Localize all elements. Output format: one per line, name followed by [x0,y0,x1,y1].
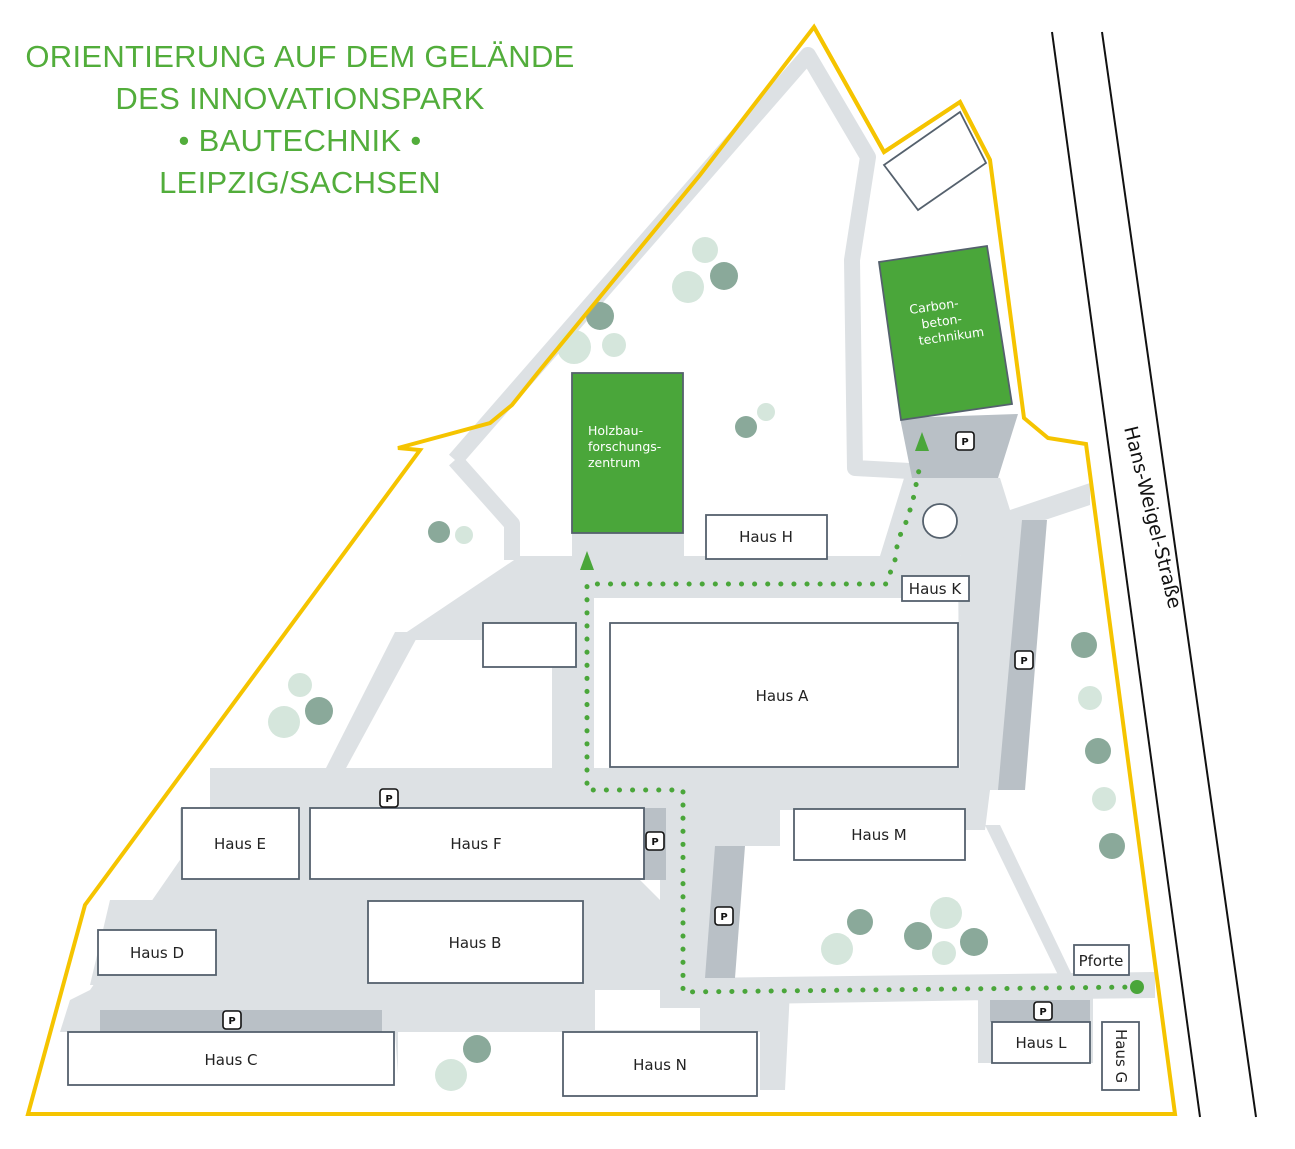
svg-text:Carbon- beton- tec: Carbon- beton- technikum [908,292,985,348]
building-pforte[interactable]: Pforte [1073,944,1130,976]
holzbau-label-1: Holzbau- [588,423,643,438]
svg-text:P: P [1020,656,1027,667]
building-carbon[interactable]: Carbon- beton- technikum [877,244,1014,422]
title-line-3: • BAUTECHNIK • [178,123,422,158]
haus-b-label: Haus B [449,934,502,952]
haus-d-label: Haus D [130,944,184,962]
building-haus-b[interactable]: Haus B [367,900,584,984]
svg-text:P: P [961,437,968,448]
tree-icon [1071,632,1097,658]
tree-icon [455,526,473,544]
site-boundary-detail [812,26,992,161]
tree-icon [932,941,956,965]
building-haus-c[interactable]: Haus C [67,1031,395,1086]
street-lines [1051,31,1257,1118]
parking-sign-icon: P [714,906,734,926]
tree-icon [960,928,988,956]
svg-text:P: P [228,1016,235,1027]
haus-g-label: Haus G [1112,1029,1130,1083]
haus-l-label: Haus L [1016,1034,1068,1052]
building-haus-a[interactable]: Haus A [609,622,959,768]
tree-icon [710,262,738,290]
map-title: ORIENTIERUNG AUF DEM GELÄNDE DES INNOVAT… [0,36,600,204]
tree-icon [1085,738,1111,764]
tree-icon [602,333,626,357]
tree-icon [1099,833,1125,859]
tree-icon [586,302,614,330]
tree-icon [692,237,718,263]
building-haus-n[interactable]: Haus N [562,1031,758,1097]
tree-icon [847,909,873,935]
labeled-buildings: Haus A Haus B Haus C Haus D Haus E Haus … [67,514,1140,1097]
haus-c-label: Haus C [204,1051,257,1069]
haus-a-label: Haus A [756,687,810,705]
haus-k-label: Haus K [909,580,963,598]
trees [268,237,1125,1091]
haus-f-label: Haus F [450,835,501,853]
entrance-dot-icon [1130,980,1144,994]
parking-sign-icon: P [222,1010,242,1030]
tree-icon [557,330,591,364]
building-west-small [482,622,577,668]
parking-signs: P P P P P P P [222,431,1053,1030]
haus-m-label: Haus M [851,826,907,844]
tree-icon [268,706,300,738]
tree-icon [904,922,932,950]
walking-route [584,467,1141,995]
building-haus-d[interactable]: Haus D [97,929,217,976]
carbon-label-2: beton- [920,311,962,332]
tree-icon [757,403,775,421]
unlabeled-buildings [482,110,988,668]
carbon-label-1: Carbon- [908,295,959,317]
tree-icon [930,897,962,929]
tree-icon [435,1059,467,1091]
holzbau-label-2: forschungs- [588,439,661,454]
building-haus-g[interactable]: Haus G [1101,1021,1140,1091]
building-haus-f[interactable]: Haus F [309,807,645,880]
building-holzbau[interactable]: Holzbau- forschungs- zentrum [571,372,684,534]
destination-arrow-icon [580,551,594,570]
title-line-4: LEIPZIG/SACHSEN [159,165,441,200]
building-haus-m[interactable]: Haus M [793,808,966,861]
tree-icon [428,521,450,543]
parking-sign-icon: P [645,831,665,851]
street-name-label: Hans-Weigel-Straße [1119,424,1186,611]
holzbau-label-3: zentrum [588,455,640,470]
title-line-1: ORIENTIERUNG AUF DEM GELÄNDE [25,39,575,74]
tree-icon [1078,686,1102,710]
svg-text:P: P [1039,1007,1046,1018]
building-haus-k[interactable]: Haus K [901,575,970,602]
parking-sign-icon: P [379,788,399,808]
tree-icon [288,673,312,697]
building-haus-l[interactable]: Haus L [991,1021,1091,1064]
svg-text:Holzbau- forschungs-: Holzbau- forschungs- zentrum [588,423,665,470]
tree-icon [672,271,704,303]
svg-text:P: P [651,837,658,848]
building-northeast [882,110,988,212]
tree-icon [1092,787,1116,811]
svg-text:P: P [720,912,727,923]
destination-arrow-icon [915,432,929,451]
parking-sign-icon: P [955,431,975,451]
tree-icon [821,933,853,965]
road-network [60,47,1155,1090]
roundabout [922,503,958,539]
haus-h-label: Haus H [739,528,793,546]
svg-text:P: P [385,794,392,805]
parking-sign-icon: P [1014,650,1034,670]
building-haus-e[interactable]: Haus E [181,807,300,880]
haus-n-label: Haus N [633,1056,687,1074]
haus-e-label: Haus E [214,835,266,853]
parking-sign-icon: P [1033,1001,1053,1021]
title-line-2: DES INNOVATIONSPARK [115,81,485,116]
tree-icon [735,416,757,438]
tree-icon [305,697,333,725]
pforte-label: Pforte [1079,952,1124,970]
tree-icon [463,1035,491,1063]
building-haus-h[interactable]: Haus H [705,514,828,560]
